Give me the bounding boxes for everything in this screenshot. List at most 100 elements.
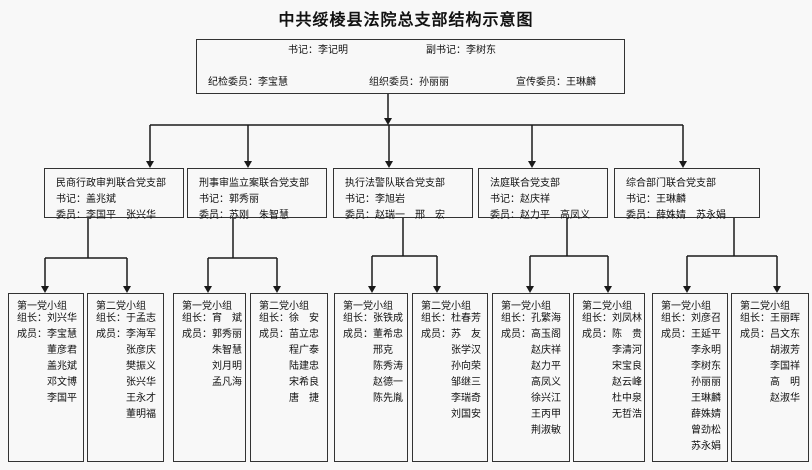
arrow-head (204, 286, 212, 293)
branch-name: 民商行政审判联合党支部 (56, 178, 166, 189)
group-member: 赵云峰 (612, 377, 642, 388)
arrow-head (273, 286, 281, 293)
group-member: 赵淑华 (770, 393, 800, 404)
group-member: 苏永娟 (691, 441, 721, 452)
arrow-head (41, 286, 49, 293)
branch-secretary: 书记：赵庆祥 (490, 194, 550, 205)
arrow-head (528, 161, 536, 168)
arrow-head (368, 286, 376, 293)
arrow-head (123, 286, 131, 293)
branch-name: 执行法警队联合党支部 (345, 178, 445, 189)
group-member: 张彦庆 (126, 345, 156, 356)
organization-member-label: 组织委员：孙丽丽 (369, 77, 449, 88)
group-member: 苗立忠 (289, 329, 319, 340)
branch-members: 委员：李国平 张兴华 (56, 210, 156, 221)
group-member: 董希忠 (373, 329, 403, 340)
group-members-label: 成员： (96, 329, 126, 340)
group-title: 第一党小组 (501, 301, 551, 312)
group-members-label: 成员： (740, 329, 770, 340)
group-member: 陈秀涛 (373, 361, 403, 372)
party-group-box: 第一党小组组长：孔繁海成员：高玉阁赵庆祥赵力平高凤义徐兴江王丙甲荆淑敏 (492, 293, 570, 462)
group-leader: 组长：徐 安 (259, 313, 319, 324)
branch-secretary: 书记：李旭岩 (345, 194, 405, 205)
branch-name: 综合部门联合党支部 (626, 178, 716, 189)
group-members-label: 成员： (421, 329, 451, 340)
arrow-head (683, 286, 691, 293)
group-member: 胡淑芳 (770, 345, 800, 356)
group-member: 李国平 (47, 393, 77, 404)
branch-box: 法庭联合党支部书记：赵庆祥委员：赵力平 高凤义 (478, 168, 608, 221)
group-leader: 组长：刘兴华 (17, 313, 77, 324)
group-members-label: 成员： (182, 329, 212, 340)
party-group-box: 第二党小组组长：于孟志成员：李海军张彦庆樊振义张兴华王永才董明福 (87, 293, 164, 462)
group-member: 宋希良 (289, 377, 319, 388)
group-member: 孟凡海 (212, 377, 242, 388)
group-member: 王延平 (691, 329, 721, 340)
group-member: 孙丽丽 (691, 377, 721, 388)
branch-name: 刑事审监立案联合党支部 (199, 178, 309, 189)
group-member: 高凤义 (531, 377, 561, 388)
group-member: 张学汉 (451, 345, 481, 356)
group-member: 赵德一 (373, 377, 403, 388)
deputy-secretary-label: 副书记：李树东 (426, 45, 496, 56)
group-members-label: 成员： (582, 329, 612, 340)
arrow-head (385, 161, 393, 168)
group-member: 薛姝婧 (691, 409, 721, 420)
group-leader: 组长：张铁成 (343, 313, 403, 324)
group-member: 李海军 (126, 329, 156, 340)
branch-members: 委员：赵力平 高凤义 (490, 210, 590, 221)
branch-box: 综合部门联合党支部书记：王琳麟委员：薛姝婧 苏永娟 (614, 168, 760, 221)
arrow-head (433, 286, 441, 293)
group-member: 赵力平 (531, 361, 561, 372)
branch-members: 委员：苏刚 朱智慧 (199, 210, 289, 221)
group-member: 李永明 (691, 345, 721, 356)
branch-members: 委员：赵瑞一 邢 宏 (345, 210, 445, 221)
group-member: 邢克 (373, 345, 393, 356)
group-member: 王丙甲 (531, 409, 561, 420)
group-leader: 组长：刘彦召 (661, 313, 721, 324)
party-group-box: 第二党小组组长：刘凤林成员：陈 贵李清河宋宝良赵云峰杜中泉无哲浩 (573, 293, 645, 462)
branch-box: 刑事审监立案联合党支部书记：郭秀丽委员：苏刚 朱智慧 (187, 168, 327, 221)
group-title: 第二党小组 (740, 301, 790, 312)
branch-box: 民商行政审判联合党支部书记：盖兆斌委员：李国平 张兴华 (44, 168, 184, 221)
group-member: 陈 贵 (612, 329, 642, 340)
group-leader: 组长：宵 斌 (182, 313, 242, 324)
group-member: 陆建忠 (289, 361, 319, 372)
party-group-box: 第二党小组组长：杜春芳成员：苏 友张学汉孙向荣邹继三李瑞奇刘国安 (412, 293, 488, 462)
group-members-label: 成员： (343, 329, 373, 340)
group-member: 李国祥 (770, 361, 800, 372)
group-member: 高玉阁 (531, 329, 561, 340)
branch-secretary: 书记：盖兆斌 (56, 194, 116, 205)
party-group-box: 第二党小组组长：王丽晖成员：吕文东胡淑芳李国祥高 明赵淑华 (731, 293, 809, 462)
group-member: 董明福 (126, 409, 156, 420)
arrow-head (773, 286, 781, 293)
group-member: 杜中泉 (612, 393, 642, 404)
group-member: 朱智慧 (212, 345, 242, 356)
group-member: 唐 捷 (289, 393, 319, 404)
general-branch-committee-box: 书记：李记明 副书记：李树东 纪检委员：李宝慧 组织委员：孙丽丽 宣传委员：王琳… (196, 39, 625, 94)
group-member: 程广泰 (289, 345, 319, 356)
arrow-head (146, 161, 154, 168)
group-member: 李宝慧 (47, 329, 77, 340)
group-member: 王永才 (126, 393, 156, 404)
arrow-head (526, 286, 534, 293)
party-group-box: 第一党小组组长：张铁成成员：董希忠邢克陈秀涛赵德一陈先胤 (334, 293, 408, 462)
group-member: 徐兴江 (531, 393, 561, 404)
party-group-box: 第一党小组组长：宵 斌成员：郭秀丽朱智慧刘月明孟凡海 (173, 293, 246, 462)
group-member: 刘国安 (451, 409, 481, 420)
group-member: 赵庆祥 (531, 345, 561, 356)
group-title: 第一党小组 (661, 301, 711, 312)
group-title: 第一党小组 (17, 301, 67, 312)
party-group-box: 第二党小组组长：徐 安成员：苗立忠程广泰陆建忠宋希良唐 捷 (250, 293, 328, 462)
group-member: 孙向荣 (451, 361, 481, 372)
group-member: 王琳麟 (691, 393, 721, 404)
group-leader: 组长：杜春芳 (421, 313, 481, 324)
group-member: 李清河 (612, 345, 642, 356)
branch-secretary: 书记：郭秀丽 (199, 194, 259, 205)
branch-members: 委员：薛姝婧 苏永娟 (626, 210, 726, 221)
group-leader: 组长：刘凤林 (582, 313, 642, 324)
group-member: 曾劲松 (691, 425, 721, 436)
arrow-head (384, 118, 392, 125)
group-member: 李树东 (691, 361, 721, 372)
